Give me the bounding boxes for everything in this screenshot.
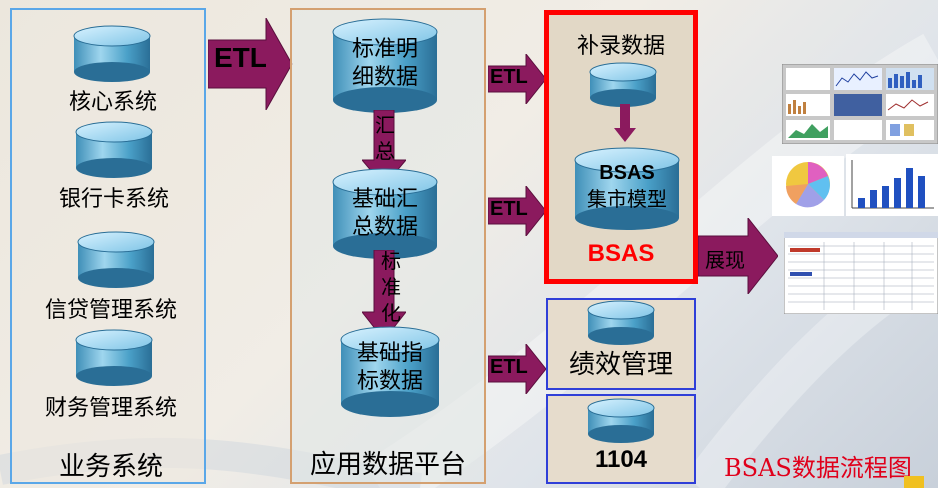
detail-data-line2: 细数据 xyxy=(351,65,418,90)
summary-data-line2: 总数据 xyxy=(351,215,418,240)
display-arrow xyxy=(698,218,778,294)
aggregate-step-char: 汇 xyxy=(375,113,395,137)
bsas-model-line1: BSAS xyxy=(599,162,655,184)
standardize-step-char: 标 xyxy=(381,249,401,273)
indicator-data-line1: 基础指 xyxy=(356,341,423,366)
standardize-arrow xyxy=(362,250,406,340)
detail-data-line1: 标准明 xyxy=(351,37,418,62)
business-system-label: 财务管理系统 xyxy=(44,396,177,421)
dashboard-thumbnail xyxy=(782,64,938,144)
standardize-step-char: 准 xyxy=(381,275,401,299)
bsas-panel xyxy=(544,10,698,284)
business-system-label: 信贷管理系统 xyxy=(44,298,177,323)
bar-chart-thumbnail xyxy=(846,154,938,216)
supplement-data-label: 补录数据 xyxy=(576,34,665,59)
etl-label: ETL xyxy=(490,356,528,378)
etl-label: ETL xyxy=(490,66,528,88)
bsas-model-label: BSAS 集市模型 xyxy=(572,160,682,212)
aggregate-step-label: 汇 总 xyxy=(370,112,400,164)
aggregate-step-char: 总 xyxy=(375,139,395,163)
database-icon xyxy=(340,326,440,417)
database-icon xyxy=(332,18,438,113)
table-report-thumbnail xyxy=(784,232,938,314)
etl-label: ETL xyxy=(214,42,267,73)
standardize-step-label: 标 准 化 xyxy=(376,248,406,326)
pie-chart-thumbnail xyxy=(772,156,844,216)
database-icon xyxy=(587,398,655,443)
standardize-step-char: 化 xyxy=(381,301,401,325)
bsas-title: BSAS xyxy=(587,240,655,267)
database-icon xyxy=(574,147,680,230)
bsas-model-line2: 集市模型 xyxy=(587,187,667,211)
etl-label: ETL xyxy=(490,198,528,220)
display-label: 展现 xyxy=(705,248,745,272)
etl-arrow xyxy=(488,54,546,104)
database-icon xyxy=(75,329,153,386)
corner-decoration xyxy=(904,476,924,488)
database-icon xyxy=(75,121,153,178)
database-icon xyxy=(587,300,655,345)
business-system-label: 核心系统 xyxy=(68,90,157,115)
database-icon xyxy=(332,168,438,259)
database-icon xyxy=(589,62,657,107)
summary-data-label: 基础汇 总数据 xyxy=(330,186,440,242)
detail-data-label: 标准明 细数据 xyxy=(330,36,440,92)
diagram-caption: BSAS数据流程图 xyxy=(724,454,912,482)
indicator-data-line2: 标数据 xyxy=(356,369,423,394)
down-arrow xyxy=(614,104,636,142)
etl-arrow xyxy=(208,18,293,110)
business-systems-title: 业务系统 xyxy=(58,452,163,482)
summary-data-line1: 基础汇 xyxy=(351,187,418,212)
database-icon xyxy=(77,231,155,288)
database-icon xyxy=(73,25,151,82)
etl-arrow xyxy=(488,344,546,394)
regulatory-label: 1104 xyxy=(594,446,648,473)
app-platform-title: 应用数据平台 xyxy=(309,450,466,480)
etl-arrow xyxy=(488,186,546,236)
indicator-data-label: 基础指 标数据 xyxy=(338,340,442,396)
performance-label: 绩效管理 xyxy=(568,350,673,380)
business-system-label: 银行卡系统 xyxy=(58,187,169,212)
